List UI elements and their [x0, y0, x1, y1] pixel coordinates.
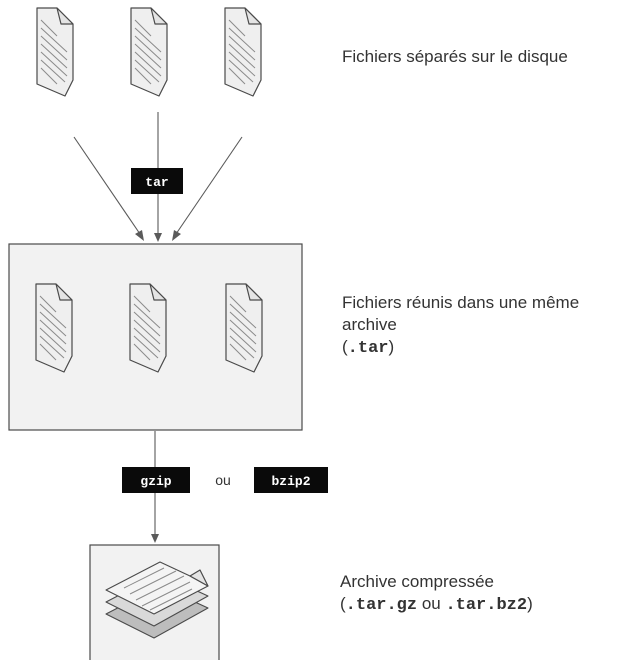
- archived-file-3-icon: [225, 283, 263, 373]
- right-arrow: [172, 136, 243, 241]
- compressed-stack-icon: [105, 561, 209, 639]
- tar-gz-extension: .tar.gz: [345, 596, 418, 615]
- separate-files-label: Fichiers séparés sur le disque: [342, 47, 568, 66]
- separate-file-3-icon: [224, 7, 262, 97]
- compressed-archive-label: Archive compressée (.tar.gz ou .tar.bz2): [340, 571, 533, 617]
- tar-command-label: tar: [145, 175, 168, 190]
- tar-bz2-extension: .tar.bz2: [445, 596, 528, 615]
- archived-file-1-icon: [35, 283, 73, 373]
- tar-command-badge: tar: [131, 168, 183, 194]
- gzip-command-label: gzip: [140, 474, 171, 489]
- bzip2-command-label: bzip2: [271, 474, 310, 489]
- compressed-archive-title: Archive compressée: [340, 572, 495, 591]
- bzip2-command-badge: bzip2: [254, 467, 328, 493]
- separate-file-2-icon: [130, 7, 168, 97]
- left-arrow: [73, 136, 144, 241]
- archived-file-2-icon: [129, 283, 167, 373]
- combined-archive-line1: Fichiers réunis dans une même: [342, 293, 580, 312]
- combined-archive-extension: (.tar): [342, 337, 395, 358]
- separate-file-1-icon: [36, 7, 74, 97]
- gzip-command-badge: gzip: [122, 467, 190, 493]
- combined-archive-label: Fichiers réunis dans une même archive (.…: [342, 292, 579, 360]
- or-label: ou: [215, 472, 231, 488]
- combined-archive-line2: archive: [342, 315, 397, 334]
- tar-extension: .tar: [347, 339, 389, 358]
- compressed-archive-extensions: (.tar.gz ou .tar.bz2): [340, 594, 533, 615]
